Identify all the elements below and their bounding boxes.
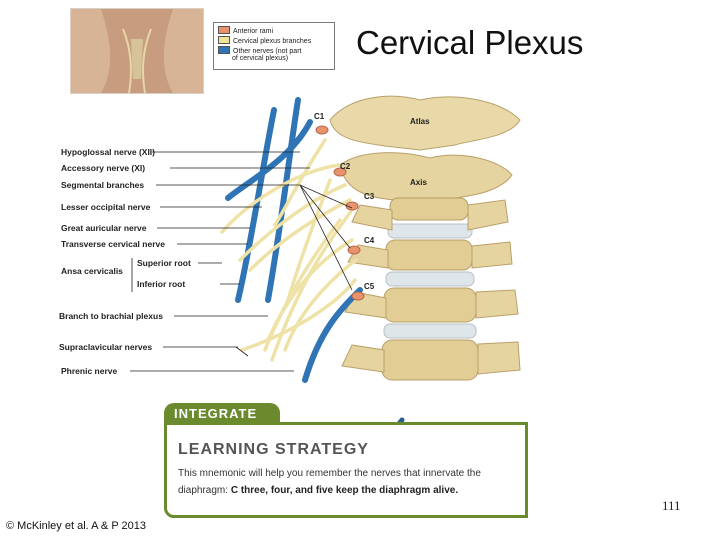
label-atlas: Atlas: [410, 117, 430, 126]
label-hypoglossal: Hypoglossal nerve (XII): [61, 147, 155, 157]
line2-mnemonic: C three, four, and five keep the diaphra…: [230, 485, 459, 496]
leader-lines: [130, 151, 353, 372]
legend-item-other-nerves: Other nerves (not part: [218, 46, 301, 56]
legend: Anterior rami Cervical plexus branches O…: [213, 22, 335, 70]
label-c1: C1: [314, 112, 325, 121]
label-accessory: Accessory nerve (XI): [61, 163, 146, 173]
page-number: 111: [662, 498, 681, 513]
label-branch-brachial: Branch to brachial plexus: [59, 311, 163, 321]
learning-strategy-line1: This mnemonic will help you remember the…: [178, 468, 481, 479]
cervical-plexus-branches: [220, 138, 358, 362]
label-phrenic: Phrenic nerve: [61, 366, 118, 376]
neck-thumbnail-image: [70, 8, 204, 94]
label-c4: C4: [364, 236, 375, 245]
label-great-auricular: Great auricular nerve: [61, 223, 147, 233]
label-c5: C5: [364, 282, 375, 291]
anterior-rami: [315, 125, 365, 301]
vertebral-column: [329, 95, 521, 381]
label-axis: Axis: [410, 178, 427, 187]
integrate-tab: INTEGRATE: [164, 403, 280, 425]
label-c3: C3: [364, 192, 375, 201]
credit-text: © McKinley et al. A & P 2013: [6, 520, 146, 532]
line2-plain: diaphragm:: [178, 485, 231, 496]
legend-item-anterior-rami: Anterior rami: [218, 26, 273, 36]
label-segmental: Segmental branches: [61, 180, 145, 190]
learning-strategy-box: [164, 422, 528, 518]
label-ansa-cervicalis: Ansa cervicalis: [61, 266, 123, 276]
legend-item-cervical-plexus: Cervical plexus branches: [218, 36, 311, 46]
label-transverse-cervical: Transverse cervical nerve: [61, 239, 165, 249]
learning-strategy-heading: LEARNING STRATEGY: [178, 441, 369, 458]
label-c2: C2: [340, 162, 351, 171]
legend-item-other-nerves-cont: of cervical plexus): [232, 55, 289, 62]
label-supraclavicular: Supraclavicular nerves: [59, 342, 153, 352]
other-nerves: [225, 97, 363, 383]
label-superior-root: Superior root: [137, 258, 191, 268]
label-inferior-root: Inferior root: [137, 279, 186, 289]
learning-strategy-line2: diaphragm: C three, four, and five keep …: [178, 485, 458, 496]
label-lesser-occipital: Lesser occipital nerve: [61, 202, 151, 212]
page-title: Cervical Plexus: [356, 24, 584, 61]
